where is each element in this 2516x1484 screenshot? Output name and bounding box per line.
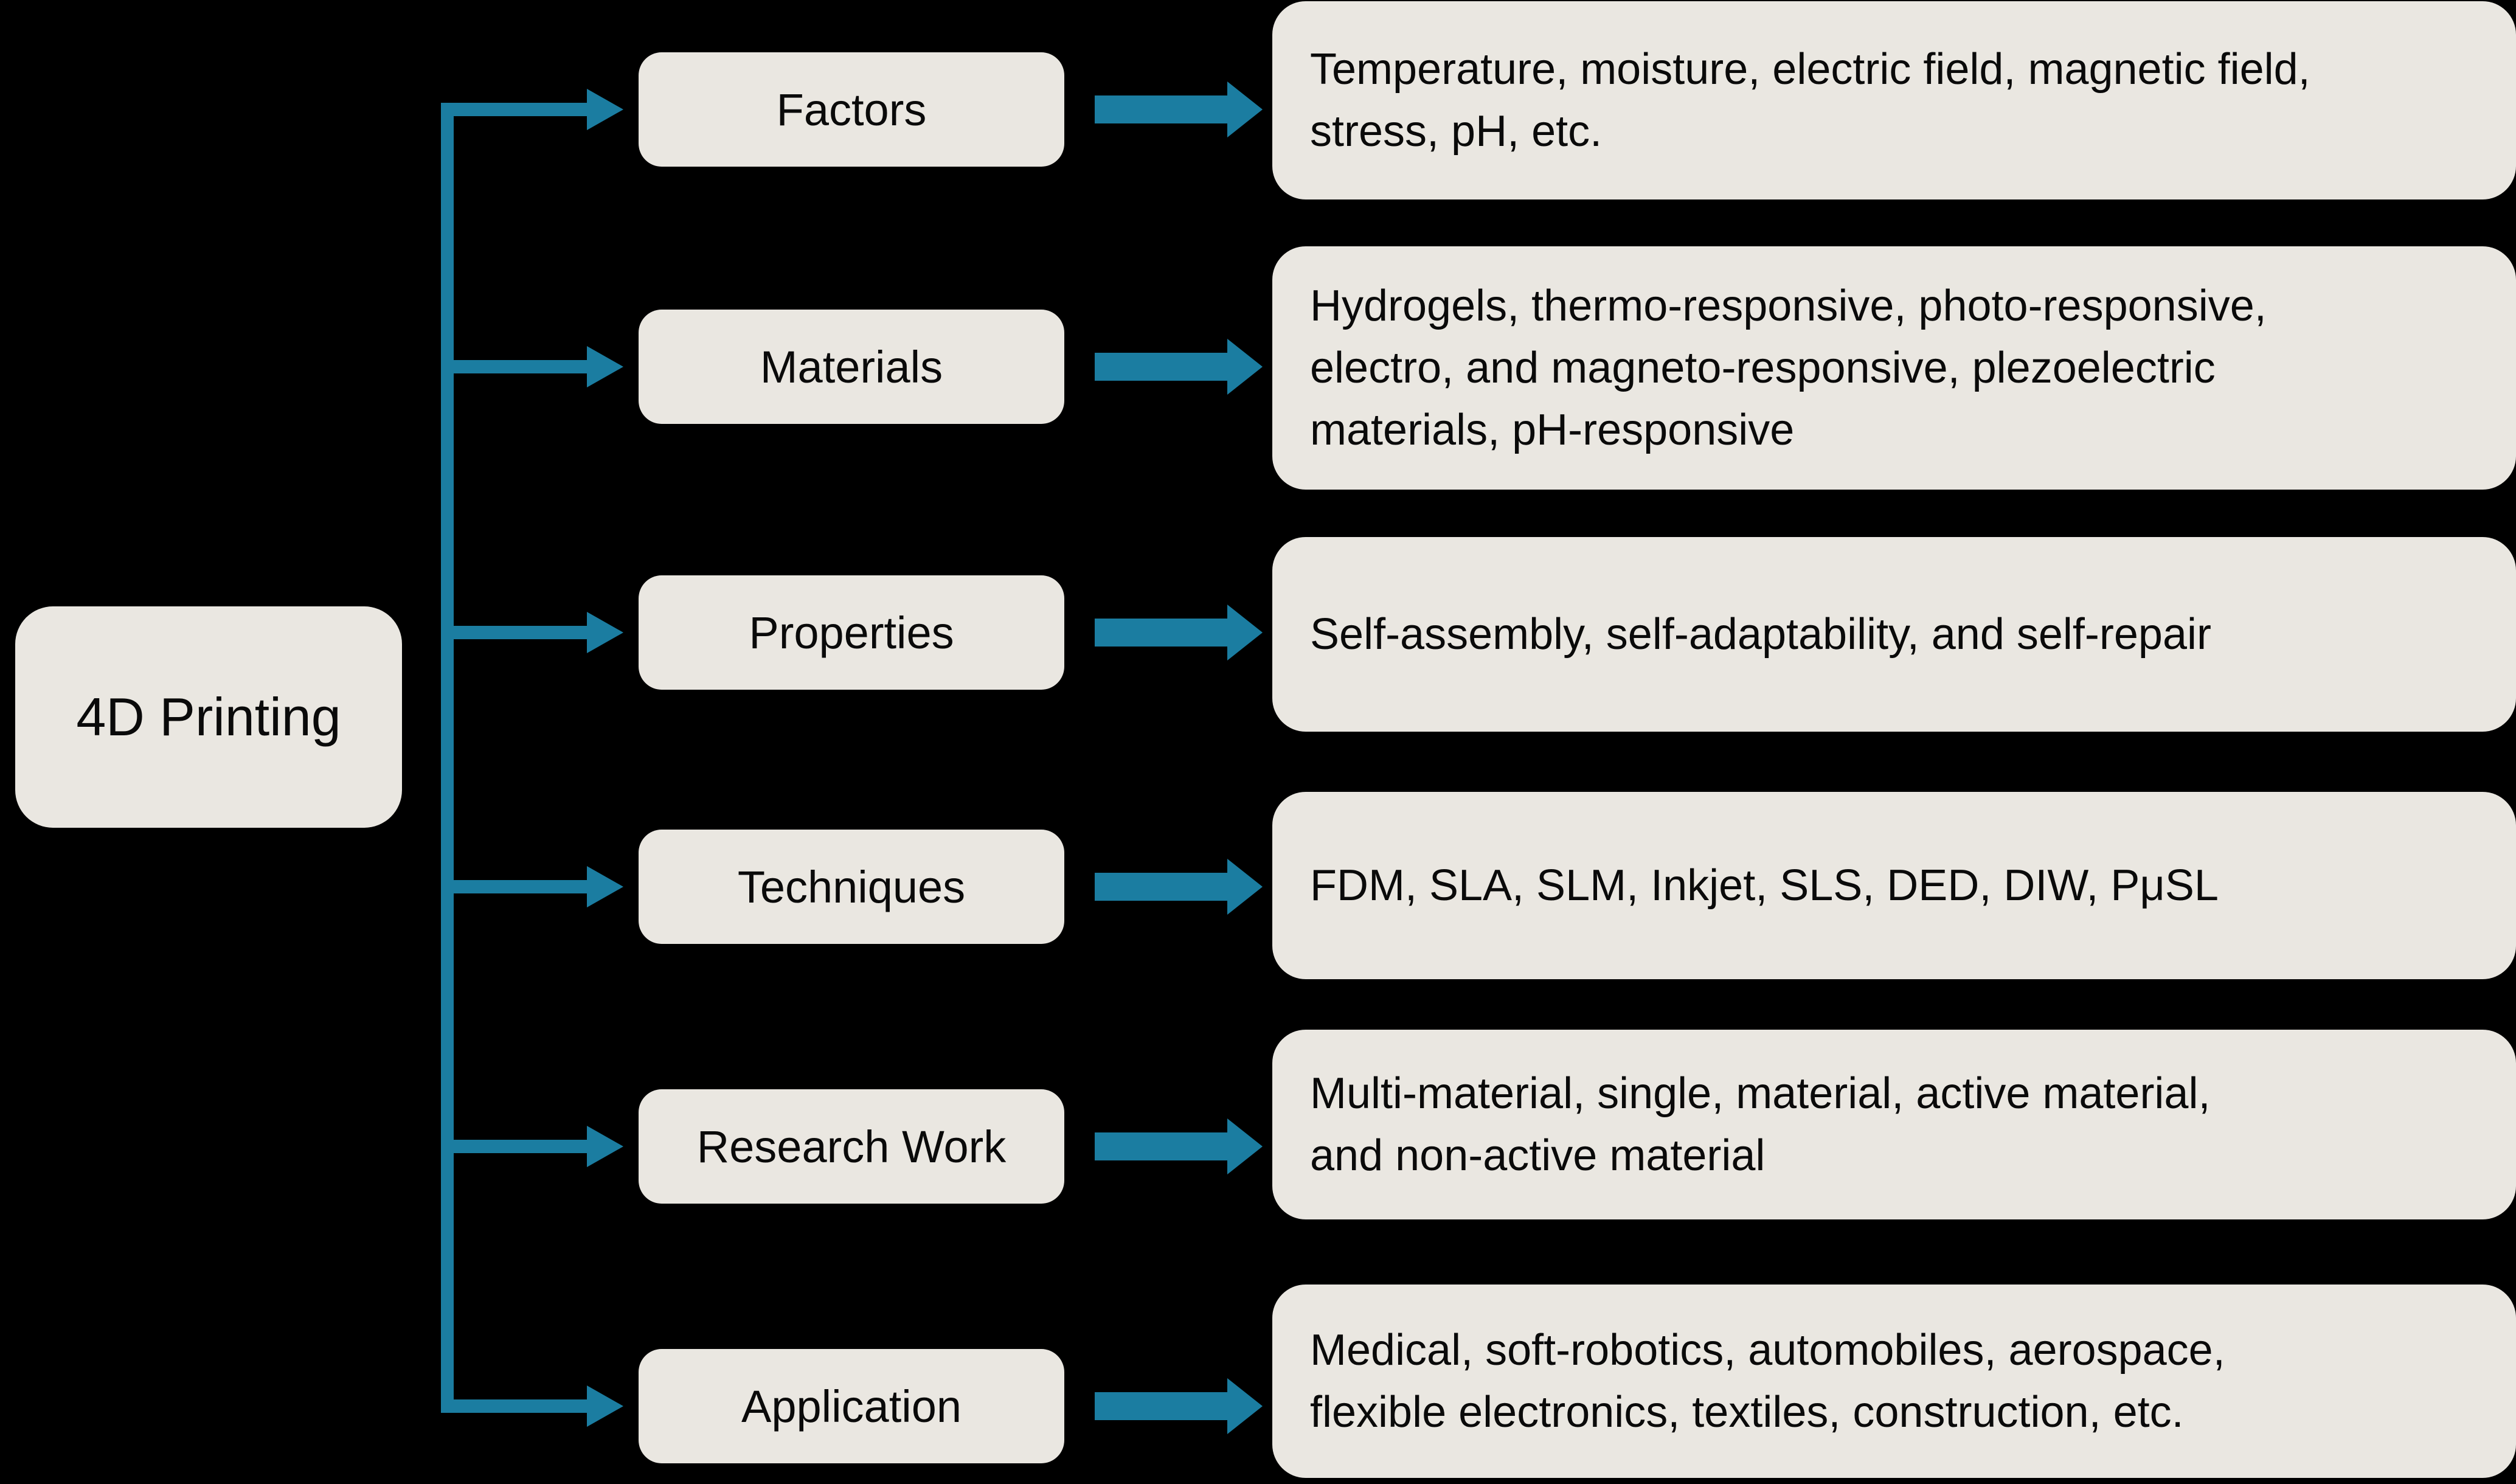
node-label: Research Work (696, 1121, 1007, 1172)
branch-arrowhead-icon (587, 346, 623, 387)
desc-line: Hydrogels, thermo-responsive, photo-resp… (1310, 282, 2267, 330)
flow-arrow-research-work (1095, 1132, 1227, 1160)
desc-research-work: Multi-material, single, material, active… (1272, 1030, 2516, 1219)
branch-line-factors (441, 103, 587, 116)
root-node-label: 4D Printing (76, 687, 341, 747)
flow-arrow-application (1095, 1392, 1227, 1420)
desc-line: Self-assembly, self-adaptability, and se… (1310, 610, 2211, 659)
desc-techniques: FDM, SLA, SLM, Inkjet, SLS, DED, DIW, Pμ… (1272, 792, 2516, 979)
branch-arrowhead-icon (587, 866, 623, 907)
branch-arrowhead-icon (587, 1126, 623, 1167)
desc-line: electro, and magneto-responsive, plezoel… (1310, 344, 2216, 392)
node-label: Materials (760, 341, 943, 392)
node-application: Application (639, 1349, 1064, 1463)
desc-application: Medical, soft-robotics, automobiles, aer… (1272, 1285, 2516, 1478)
node-research-work: Research Work (639, 1089, 1064, 1204)
desc-line: Medical, soft-robotics, automobiles, aer… (1310, 1326, 2225, 1375)
desc-line: stress, pH, etc. (1310, 107, 1603, 156)
node-label: Factors (776, 84, 927, 135)
root-node-4d-printing: 4D Printing (15, 606, 402, 828)
desc-line: materials, pH-responsive (1310, 406, 1795, 454)
node-label: Techniques (737, 861, 966, 912)
flow-arrowhead-icon (1227, 1118, 1263, 1174)
flow-arrowhead-icon (1227, 605, 1263, 661)
desc-properties: Self-assembly, self-adaptability, and se… (1272, 537, 2516, 732)
flow-arrowhead-icon (1227, 1378, 1263, 1434)
branch-line-techniques (441, 880, 587, 893)
branch-line-properties (441, 626, 587, 639)
desc-line: Multi-material, single, material, active… (1310, 1069, 2211, 1118)
flow-arrowhead-icon (1227, 859, 1263, 915)
branch-line-research-work (441, 1140, 587, 1153)
flow-arrow-factors (1095, 95, 1227, 123)
desc-line: and non-active material (1310, 1131, 1766, 1180)
node-properties: Properties (639, 575, 1064, 690)
branch-arrowhead-icon (587, 1385, 623, 1427)
branch-arrowhead-icon (587, 612, 623, 653)
node-factors: Factors (639, 52, 1064, 167)
desc-materials: Hydrogels, thermo-responsive, photo-resp… (1272, 246, 2516, 490)
node-materials: Materials (639, 310, 1064, 424)
node-label: Application (741, 1381, 962, 1432)
flow-arrow-materials (1095, 353, 1227, 381)
flow-arrow-techniques (1095, 873, 1227, 901)
branch-arrowhead-icon (587, 89, 623, 130)
flow-arrowhead-icon (1227, 81, 1263, 137)
desc-factors: Temperature, moisture, electric field, m… (1272, 1, 2516, 199)
node-techniques: Techniques (639, 830, 1064, 944)
node-label: Properties (749, 607, 954, 658)
flow-arrow-properties (1095, 619, 1227, 647)
desc-line: Temperature, moisture, electric field, m… (1310, 45, 2310, 94)
desc-line: FDM, SLA, SLM, Inkjet, SLS, DED, DIW, Pμ… (1310, 861, 2219, 910)
branch-line-application (441, 1399, 587, 1413)
connector-trunk-line (441, 103, 454, 1413)
flow-arrowhead-icon (1227, 339, 1263, 395)
branch-line-materials (441, 360, 587, 373)
desc-line: flexible electronics, textiles, construc… (1310, 1388, 2184, 1437)
